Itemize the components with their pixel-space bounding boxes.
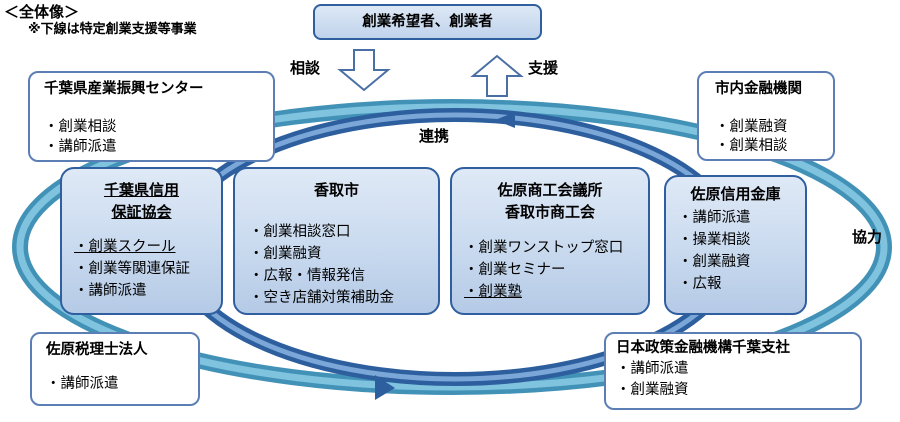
list-item: ・創業等関連保証 xyxy=(74,261,190,277)
list-item: ・広報・情報発信 xyxy=(249,268,365,284)
list-item: ・講師派遣 xyxy=(678,210,751,226)
overview-heading: ＜全体像＞ xyxy=(4,3,80,21)
list-item: ・操業相談 xyxy=(678,232,751,248)
credit-bank-box: 佐原信用金庫 ・講師派遣 ・操業相談 ・創業融資 ・広報 xyxy=(664,175,807,315)
list-item: ・創業塾 xyxy=(464,284,522,300)
ring-arrowhead-top xyxy=(495,112,515,128)
list-item: ・講師派遣 xyxy=(44,139,117,155)
list-item: ・講師派遣 xyxy=(74,283,147,299)
chiba-center-box: 千葉県産業振興センター ・創業相談 ・講師派遣 xyxy=(28,71,275,162)
katori-city-box: 香取市 ・創業相談窓口 ・創業融資 ・広報・情報発信 ・空き店舗対策補助金 xyxy=(233,167,440,315)
ring-arrowhead-bottom xyxy=(375,375,395,400)
bank-box: 市内金融機関 ・創業融資 ・創業相談 xyxy=(697,71,835,161)
support-arrow-icon xyxy=(470,54,524,97)
list-item: ・創業相談 xyxy=(44,119,117,135)
list-item: ・創業融資 xyxy=(715,119,788,135)
list-item: ・広報 xyxy=(678,276,722,292)
credit-bank-title: 佐原信用金庫 xyxy=(690,185,781,203)
list-item: ・創業セミナー xyxy=(464,262,566,278)
list-item: ・空き店舗対策補助金 xyxy=(249,290,394,306)
collaboration-label: 連携 xyxy=(419,127,450,145)
guarantee-title-line1: 千葉県信用 xyxy=(103,181,179,199)
jfc-title: 日本政策金融機構千葉支社 xyxy=(616,340,790,356)
list-item: ・創業融資 xyxy=(678,254,751,270)
list-item: ・創業相談窓口 xyxy=(249,224,351,240)
list-item: ・創業融資 xyxy=(249,246,322,262)
list-item: ・創業融資 xyxy=(616,382,689,398)
guarantee-title-line2: 保証協会 xyxy=(111,203,172,221)
top-box: 創業希望者、創業者 xyxy=(313,4,542,40)
list-item: ・講師派遣 xyxy=(46,376,119,392)
katori-city-title: 香取市 xyxy=(313,181,359,199)
list-item: ・創業ワンストップ窓口 xyxy=(464,240,624,256)
tax-title: 佐原税理士法人 xyxy=(46,342,148,358)
consult-label: 相談 xyxy=(290,59,321,77)
support-label: 支援 xyxy=(528,59,559,77)
chamber-box: 佐原商工会議所 香取市商工会 ・創業ワンストップ窓口 ・創業セミナー ・創業塾 xyxy=(450,167,650,315)
list-item: ・創業相談 xyxy=(715,138,788,154)
bank-title: 市内金融機関 xyxy=(715,81,802,97)
top-box-title: 創業希望者、創業者 xyxy=(362,14,493,30)
jfc-box: 日本政策金融機構千葉支社 ・講師派遣 ・創業融資 xyxy=(604,332,862,410)
tax-box: 佐原税理士法人 ・講師派遣 xyxy=(30,332,200,406)
chamber-title-line1: 佐原商工会議所 xyxy=(497,181,603,199)
consult-arrow-icon xyxy=(337,49,391,92)
cooperation-label: 協力 xyxy=(852,228,883,246)
list-item: ・講師派遣 xyxy=(616,361,689,377)
guarantee-box: 千葉県信用 保証協会 ・創業スクール ・創業等関連保証 ・講師派遣 xyxy=(60,167,223,315)
chamber-title-line2: 香取市商工会 xyxy=(504,203,595,221)
underline-note: ※下線は特定創業支援等事業 xyxy=(28,22,197,37)
list-item: ・創業スクール xyxy=(74,239,176,255)
chiba-center-title: 千葉県産業振興センター xyxy=(44,81,204,97)
